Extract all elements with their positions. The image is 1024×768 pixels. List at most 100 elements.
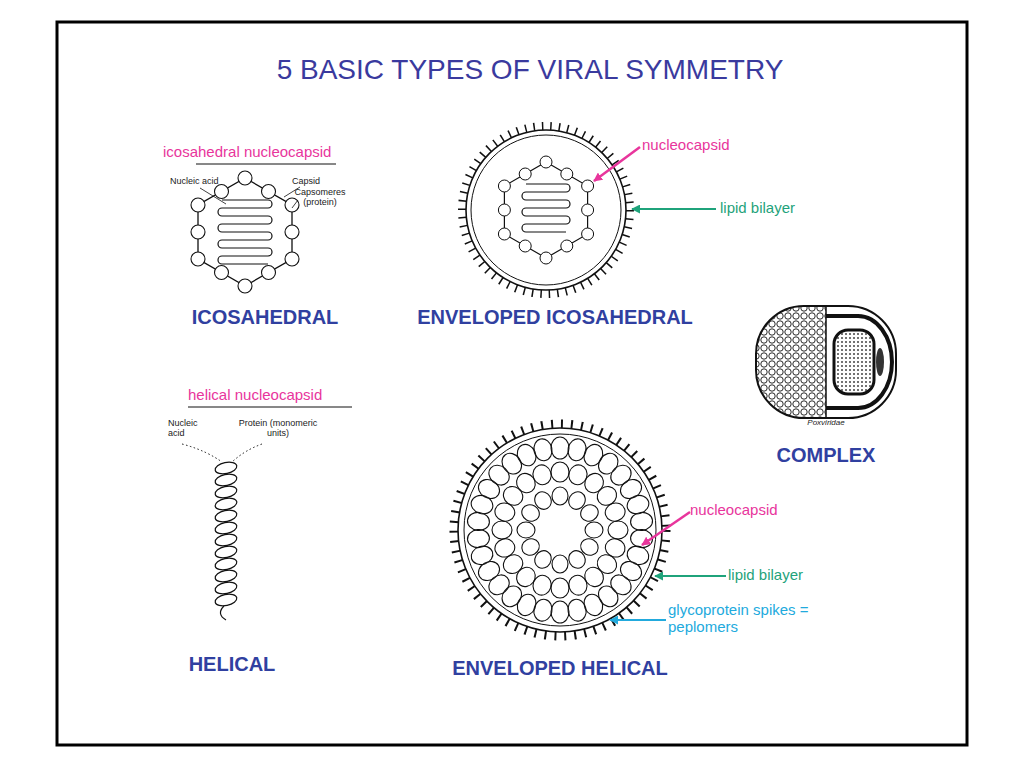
coil-turn	[551, 462, 569, 482]
lateral-body	[876, 348, 884, 376]
nucleic-acid-coil	[218, 200, 272, 264]
coil-turn	[532, 489, 555, 513]
coil-turn	[585, 522, 603, 538]
pointer-arrow	[610, 619, 666, 621]
coil-turn	[581, 470, 607, 497]
capsomere	[238, 171, 252, 185]
coil-turn	[566, 463, 589, 488]
pointer-arrow	[632, 208, 716, 210]
capsomere	[215, 185, 229, 199]
helix-turn	[214, 592, 238, 607]
section-label: helical nucleocapsid	[188, 386, 398, 403]
pox-core	[834, 330, 874, 394]
coil-turn	[532, 598, 554, 623]
pox-membrane	[826, 316, 892, 408]
coil-turn	[566, 548, 589, 572]
leader-line	[232, 444, 262, 462]
capsomere	[498, 228, 510, 240]
coil-turn	[517, 522, 535, 538]
coil-turn	[500, 483, 527, 509]
coil-turn	[566, 489, 589, 513]
type-caption: ENVELOPED ICOSAHEDRAL	[395, 306, 715, 329]
coil-turn	[513, 564, 539, 591]
lipid-bilayer	[471, 135, 621, 285]
coil-turn	[493, 500, 518, 523]
capsomere	[191, 252, 205, 266]
coil-turn	[607, 571, 635, 599]
leader-line	[182, 444, 222, 462]
coil-turn	[485, 461, 513, 489]
capsomere	[561, 168, 573, 180]
helix-turn	[214, 532, 238, 547]
type-caption: ICOSAHEDRAL	[150, 306, 380, 329]
lipid-bilayer	[466, 130, 626, 290]
pointer-label: lipid bilayer	[720, 199, 850, 216]
helix-turn	[214, 544, 238, 559]
coil-turn	[469, 493, 495, 517]
coil-turn	[578, 536, 602, 559]
part-label: Capsomeres (protein)	[292, 187, 348, 208]
coil-turn	[485, 571, 513, 599]
capsid-outline	[198, 178, 292, 286]
lipid-bilayer	[458, 428, 662, 632]
pointer-label: glycoprotein spikes = peplomers	[668, 601, 820, 636]
leader-line	[200, 188, 226, 204]
coil-turn	[513, 470, 539, 497]
coil-turn	[603, 500, 628, 523]
capsomere	[285, 252, 299, 266]
type-caption: HELICAL	[162, 653, 302, 676]
section-label: icosahedral nucleocapsid	[163, 143, 383, 160]
coil-turn	[630, 511, 654, 531]
capsomere	[519, 240, 531, 252]
part-label: Capsid	[292, 176, 342, 186]
type-caption: ENVELOPED HELICAL	[400, 657, 720, 680]
coil-turn	[608, 521, 628, 539]
type-caption: COMPLEX	[746, 444, 906, 467]
cut-edge	[825, 306, 827, 418]
coil-turn	[552, 555, 568, 573]
coil-turn	[594, 483, 621, 509]
label-bracket	[196, 164, 336, 165]
pointer-label: nucleocapsid	[642, 136, 772, 153]
coil-turn	[500, 551, 527, 577]
coil-turn	[532, 437, 554, 462]
coil-turn	[552, 487, 568, 505]
pointer-label: lipid bilayer	[728, 566, 858, 583]
pox-surface	[756, 306, 896, 418]
coil-turn	[519, 536, 543, 559]
capsomere	[262, 185, 276, 199]
coil-turn	[475, 476, 503, 503]
capsomere	[285, 198, 299, 212]
envelope-spikes	[462, 126, 630, 294]
coil-turn	[530, 573, 553, 598]
coil-turn	[492, 521, 512, 539]
capsomere	[582, 228, 594, 240]
helix-turn	[214, 556, 238, 571]
capsomere	[191, 225, 205, 239]
coil-turn	[566, 437, 588, 462]
coil-turn	[467, 528, 491, 548]
capsomere	[519, 168, 531, 180]
coil-turn	[566, 573, 589, 598]
capsomere	[498, 204, 510, 216]
helix-turn	[214, 520, 238, 535]
coil-turn	[532, 548, 555, 572]
family-label: Poxviridae	[781, 418, 871, 427]
capsomere	[498, 180, 510, 192]
pointer-label: nucleocapsid	[690, 501, 820, 518]
label-bracket	[188, 407, 352, 408]
coil-turn	[519, 502, 543, 525]
coil-turn	[514, 591, 539, 618]
part-label: Nucleic acid	[168, 418, 204, 439]
coil-turn	[467, 511, 491, 531]
coil-turn	[607, 461, 635, 489]
capsomere	[191, 198, 205, 212]
part-label: Protein (monomeric units)	[236, 418, 320, 439]
pointer-arrow	[642, 512, 690, 545]
capsomere	[238, 279, 252, 293]
helix-turn	[214, 496, 238, 511]
leader-line	[292, 200, 298, 208]
lipid-bilayer	[464, 434, 656, 626]
